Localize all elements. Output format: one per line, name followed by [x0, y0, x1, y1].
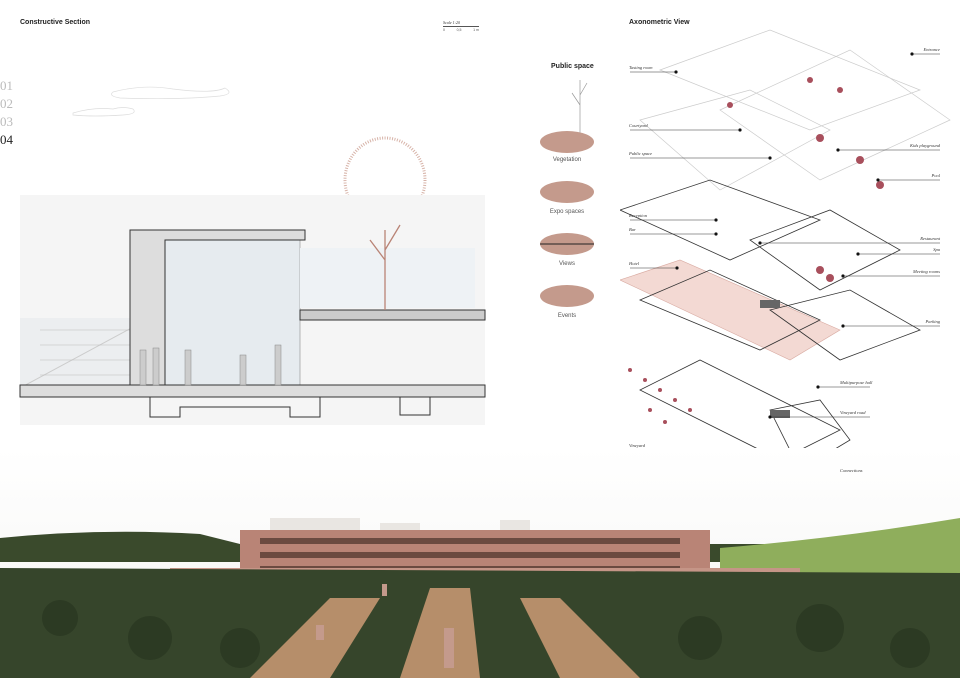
label-meeting-rooms: Meeting rooms: [913, 269, 940, 274]
scale-label: Scale 1:20: [443, 20, 460, 25]
vineyard-render: [0, 448, 960, 678]
label-entrance: Entrance: [923, 47, 941, 52]
legend-vegetation: Vegetation: [552, 157, 582, 163]
page-number-3[interactable]: 03: [0, 114, 13, 129]
label-courtyard: Courtyard: [629, 123, 648, 128]
public-space-title: Public space: [551, 63, 594, 70]
label-vineyard: Vineyard: [629, 443, 645, 448]
label-multipurpose-hall: Multipurpose hall: [840, 380, 873, 385]
scale-bar: Scale 1:20 0 0,5 1 m: [443, 20, 479, 32]
page-number-2[interactable]: 02: [0, 96, 13, 111]
scale-tick: 1 m: [473, 28, 479, 32]
section-drawing: [19, 86, 486, 425]
label-tasting-room: Tasting room: [629, 65, 653, 70]
label-restaurant: Restaurant: [920, 236, 940, 241]
label-hotel: Hotel: [629, 261, 639, 266]
page-index: 01 02 03 04: [0, 77, 13, 149]
scale-tick: 0,5: [456, 28, 462, 32]
axonometric-leaders: [630, 52, 940, 477]
label-pool: Pool: [931, 173, 941, 178]
label-connections: Connections: [840, 468, 863, 473]
page-number-1[interactable]: 01: [0, 78, 13, 93]
scale-tick: 0: [443, 28, 445, 32]
label-public-space: Public space: [629, 151, 653, 156]
label-reception: Reception: [629, 213, 647, 218]
section-title: Constructive Section: [20, 19, 91, 26]
axonometric-title: Axonometric View: [629, 19, 690, 26]
label-spa: Spa: [933, 247, 940, 252]
label-kids-playground: Kids playground: [910, 143, 940, 148]
page-number-4[interactable]: 04: [0, 132, 13, 147]
legend-expo-spaces: Expo spaces: [549, 209, 585, 215]
label-parking: Parking: [925, 319, 941, 324]
axonometric-drawing: [620, 29, 951, 490]
public-space-legend-graphics: [540, 80, 594, 307]
label-vineyard-road: Vineyard road: [840, 410, 866, 415]
legend-views: Views: [559, 261, 575, 267]
legend-events: Events: [557, 313, 577, 319]
label-bar: Bar: [629, 227, 636, 232]
